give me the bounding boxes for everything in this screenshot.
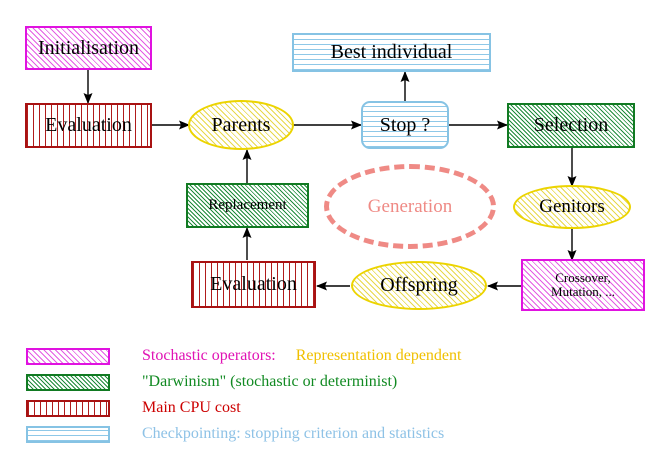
legend-label-darwinism: "Darwinism" (stochastic or determinist) — [142, 373, 398, 390]
legend-label-cpu-cost: Main CPU cost — [142, 399, 241, 416]
legend-swatch-blue-horizontal — [26, 425, 110, 443]
node-offspring[interactable]: Offspring — [351, 261, 487, 310]
legend-swatch-red-vertical — [26, 399, 110, 417]
node-best-individual[interactable]: Best individual — [292, 33, 491, 72]
legend-label-stochastic-b: Representation dependent — [295, 347, 462, 364]
legend-label-checkpointing: Checkpointing: stopping criterion and st… — [142, 425, 445, 442]
node-operators-line1: Crossover, — [555, 270, 611, 286]
legend-swatch-green-diagonal — [26, 373, 110, 391]
node-initialisation[interactable]: Initialisation — [25, 26, 152, 70]
node-genitors[interactable]: Genitors — [513, 185, 631, 229]
node-replacement[interactable]: Replacement — [186, 183, 309, 228]
legend-label-stochastic: Stochastic operators: Representation dep… — [142, 347, 461, 365]
node-stop[interactable]: Stop ? — [361, 101, 449, 149]
node-generation: Generation — [324, 164, 496, 249]
node-operators-line2: Mutation, ... — [551, 284, 615, 299]
node-evaluation-bottom[interactable]: Evaluation — [191, 261, 316, 308]
legend-row-darwinism: "Darwinism" (stochastic or determinist) — [26, 373, 397, 391]
node-parents[interactable]: Parents — [188, 100, 294, 150]
legend-row-cpu-cost: Main CPU cost — [26, 399, 241, 417]
legend-label-stochastic-a: Stochastic operators: — [142, 347, 276, 364]
node-evaluation-top[interactable]: Evaluation — [25, 103, 152, 148]
node-selection[interactable]: Selection — [507, 103, 635, 148]
legend-swatch-magenta-diagonal — [26, 347, 110, 365]
legend-row-checkpointing: Checkpointing: stopping criterion and st… — [26, 425, 444, 443]
legend-row-stochastic: Stochastic operators: Representation dep… — [26, 347, 461, 365]
node-operators[interactable]: Crossover, Mutation, ... — [521, 259, 645, 311]
